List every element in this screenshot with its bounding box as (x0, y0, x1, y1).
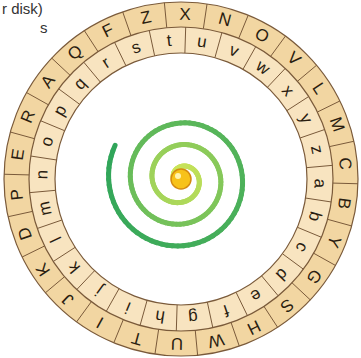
divider-line (123, 12, 131, 36)
inner-letter: u (190, 32, 214, 52)
outer-letter: W (204, 330, 229, 351)
outer-letter: U (165, 335, 187, 353)
divider-line (215, 33, 222, 58)
divider-line (155, 329, 159, 354)
inner-ring (29, 27, 333, 331)
divider-line (264, 306, 278, 327)
inner-letter: n (33, 163, 51, 186)
inner-letter: t (157, 31, 180, 50)
outer-letter: X (174, 5, 196, 23)
divider-line (231, 323, 239, 347)
divider-line (30, 190, 56, 192)
divider-line (328, 219, 352, 226)
divider-line (37, 220, 62, 228)
divider-line (106, 289, 119, 312)
divider-line (164, 3, 166, 28)
divider-line (203, 4, 207, 29)
page-text-fragment: s (40, 20, 48, 35)
outer-letter: E (8, 143, 28, 167)
divider-line (77, 302, 92, 322)
divider-line (314, 253, 336, 265)
inner-letter: h (148, 306, 172, 326)
divider-line (115, 42, 126, 65)
divider-line (140, 300, 147, 325)
outer-letter: B (334, 191, 354, 215)
divider-line (10, 132, 34, 139)
divider-line (300, 130, 325, 138)
divider-line (239, 15, 248, 38)
divider-line (207, 302, 212, 327)
ring-dividers (4, 3, 358, 355)
divider-line (195, 330, 197, 355)
spiral (109, 123, 243, 246)
center-pin (171, 169, 191, 189)
divider-line (306, 198, 332, 202)
divider-line (41, 121, 65, 131)
divider-line (176, 305, 178, 331)
inner-letter: m (34, 196, 55, 221)
center-disc (55, 53, 307, 305)
divider-line (149, 30, 154, 55)
divider-line (84, 31, 98, 52)
divider-line (306, 165, 332, 167)
pin-highlight (175, 173, 181, 179)
outer-letter: P (7, 183, 26, 206)
inner-letter: g (182, 308, 205, 327)
divider-line (184, 27, 186, 53)
divider-line (27, 93, 49, 105)
divider-line (4, 174, 29, 176)
outer-letter: C (336, 152, 355, 175)
divider-line (297, 227, 321, 237)
divider-line (8, 211, 32, 216)
divider-line (31, 156, 57, 160)
page-text-fragment: r disk) (2, 1, 43, 16)
divider-line (333, 183, 358, 185)
inner-letter: a (311, 172, 329, 195)
spiral-segment (113, 145, 115, 150)
divider-line (317, 101, 339, 112)
divider-line (330, 141, 354, 146)
divider-line (22, 246, 44, 257)
divider-line (236, 292, 247, 315)
outer-ring (4, 2, 358, 356)
divider-line (114, 320, 123, 343)
